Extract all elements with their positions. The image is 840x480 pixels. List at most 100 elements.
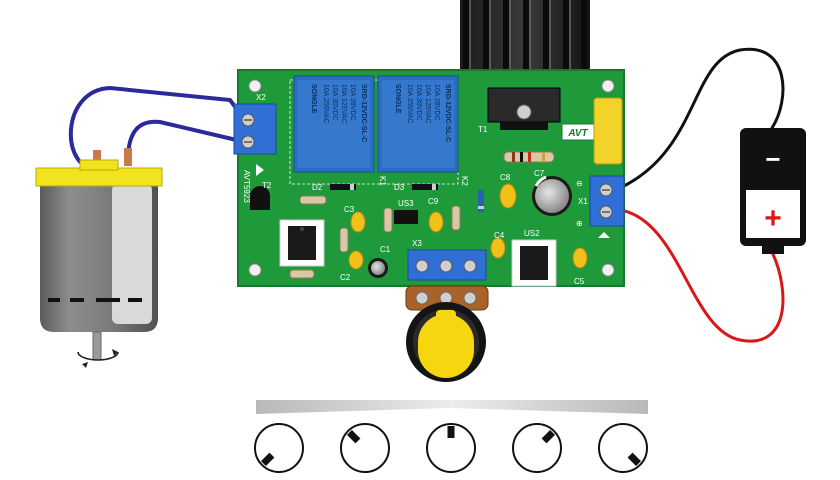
resistor <box>299 195 327 205</box>
motor-shaft <box>92 331 102 361</box>
battery-wire-positive <box>618 208 785 343</box>
motor-endcap <box>35 167 163 187</box>
knob-pointer <box>346 429 361 444</box>
knob-pointer <box>260 452 275 467</box>
label-c3: C3 <box>344 205 355 214</box>
capacitor-c1: C1 <box>368 245 391 278</box>
resistor <box>451 205 461 231</box>
polarity-minus: ⊖ <box>576 179 583 188</box>
terminal-x1: X1 ⊖ ⊕ <box>576 175 625 228</box>
motor-highlight <box>112 184 152 324</box>
mounting-hole <box>601 79 615 93</box>
label-k1: K1 <box>378 176 387 186</box>
terminal-x3: X3 <box>407 239 487 281</box>
transistor-t1: T1 <box>478 87 561 134</box>
polarity-plus: ⊕ <box>576 219 583 228</box>
relay-rating: 10A 250VAC <box>322 84 329 124</box>
capacitor-c7: C7 <box>532 169 572 216</box>
label-us3: US3 <box>398 199 414 208</box>
knob-pointer <box>541 429 556 444</box>
motor-terminal-2 <box>124 148 132 166</box>
resistor <box>503 151 555 163</box>
knob-position-icon <box>340 423 390 473</box>
relay-rating: 10A 250VAC <box>406 84 413 124</box>
capacitor-c5: C5 <box>572 247 588 286</box>
knob-dial <box>426 423 476 473</box>
label-k2: K2 <box>460 176 469 186</box>
transistor-t2: T2 <box>250 181 272 210</box>
capacitor-c2: C2 <box>340 250 364 282</box>
label-c4: C4 <box>494 231 505 240</box>
board-code: AVT5923 <box>242 170 251 203</box>
label-d3: D3 <box>394 183 405 192</box>
ic-left <box>279 219 325 267</box>
knob-pointer <box>627 452 642 467</box>
pcb: SONGLE 10A 250VAC 10A 30VDC 10A 125VAC 1… <box>233 69 625 287</box>
knob-position-icon <box>426 423 476 473</box>
label-t2: T2 <box>262 181 272 190</box>
label-c1: C1 <box>380 245 391 254</box>
battery-top-half <box>746 134 800 186</box>
label-x3: X3 <box>412 239 422 248</box>
pot-knob-cap <box>418 314 474 378</box>
potentiometer-knob-icon <box>405 285 489 382</box>
relay-model: SRD-12VDC-SL-C <box>444 84 451 142</box>
knob-dial <box>254 423 304 473</box>
knob-dial <box>340 423 390 473</box>
relay-rating: 10A 125VAC <box>424 84 431 124</box>
battery-wire-negative <box>618 47 785 190</box>
relay-rating: 10A 30VDC <box>331 84 338 121</box>
diode-d1 <box>478 190 484 212</box>
label-c9: C9 <box>428 197 439 206</box>
label-x1: X1 <box>578 197 588 206</box>
motor-terminal-1 <box>93 150 101 166</box>
relay-rating: 10A 125VAC <box>340 84 347 124</box>
ic-us3: US3 <box>394 199 418 224</box>
terminal-x2: X2 <box>233 93 277 155</box>
speed-ramp-icon <box>256 400 648 414</box>
arrow-marker <box>256 164 264 176</box>
resistor <box>339 227 349 253</box>
knob-position-icon <box>512 423 562 473</box>
relay-rating: 10A 28VDC <box>349 84 356 121</box>
knob-position-row <box>254 423 648 473</box>
motor-wire-2 <box>126 119 247 162</box>
mounting-hole <box>248 263 262 277</box>
battery-minus-sign: − <box>765 144 780 174</box>
arrow-marker <box>598 232 610 238</box>
label-x2: X2 <box>256 93 266 102</box>
relay-rating: 10A 28VDC <box>433 84 440 121</box>
label-c8: C8 <box>500 173 511 182</box>
label-d2: D2 <box>312 183 323 192</box>
knob-dial <box>598 423 648 473</box>
capacitor-c4: C4 <box>490 231 506 259</box>
rotation-arrow-icon <box>77 349 119 368</box>
film-capacitor <box>593 97 623 165</box>
knob-position-icon <box>254 423 304 473</box>
relay-brand: SONGLE <box>394 84 401 114</box>
resistor <box>383 207 393 233</box>
relay-brand: SONGLE <box>310 84 317 114</box>
relay-model: SRD-12VDC-SL-C <box>360 84 367 142</box>
motor-brush-holder <box>79 159 119 171</box>
label-us2: US2 <box>524 229 540 238</box>
relay-k2: SONGLE 10A 250VAC 10A 30VDC 10A 125VAC 1… <box>377 75 459 173</box>
label-c2: C2 <box>340 273 351 282</box>
capacitor-c9: C9 <box>428 197 444 233</box>
ic-us2: US2 <box>511 229 557 287</box>
relay-k1: SONGLE 10A 250VAC 10A 30VDC 10A 125VAC 1… <box>293 75 375 173</box>
battery-wiring <box>618 47 785 343</box>
capacitor-c3: C3 <box>344 205 366 233</box>
mounting-hole <box>601 263 615 277</box>
diode-d3: D3 <box>394 183 438 192</box>
knob-dial <box>512 423 562 473</box>
resistor <box>289 269 315 279</box>
battery-plus-sign: + <box>764 202 782 235</box>
battery-bottom-half <box>746 190 800 238</box>
avt-logo: AVT <box>567 128 588 139</box>
battery-terminal <box>762 246 784 254</box>
label-c5: C5 <box>574 277 585 286</box>
mounting-hole <box>248 79 262 93</box>
dc-motor-icon <box>35 85 247 368</box>
